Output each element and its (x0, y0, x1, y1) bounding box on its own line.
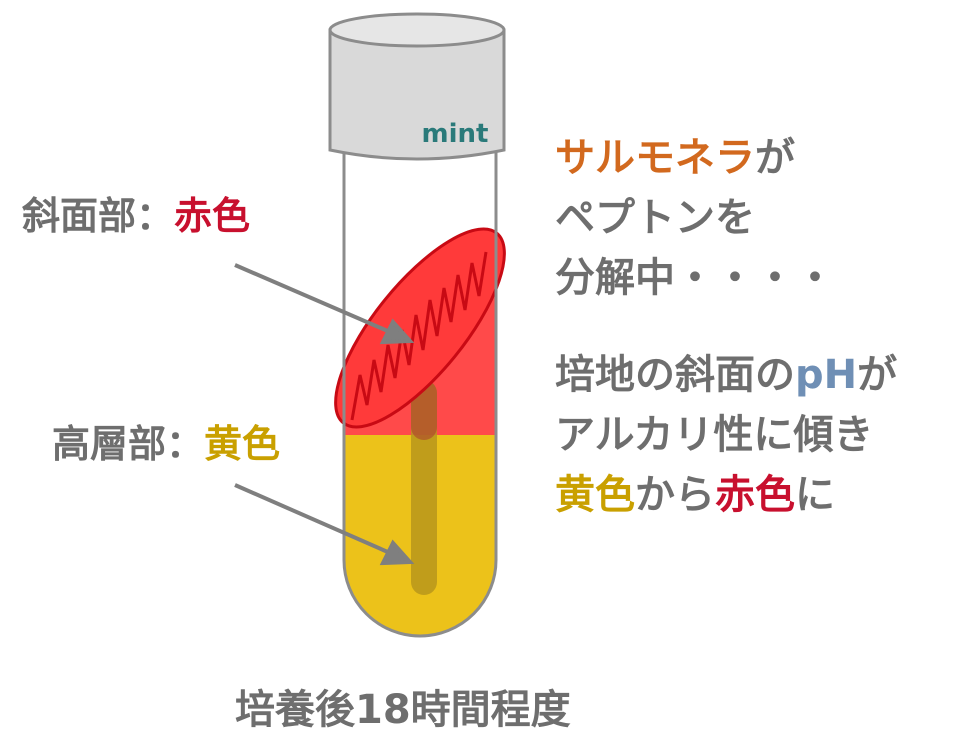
explanation-line-1: サルモネラが (555, 128, 835, 188)
explanation-top: サルモネラが ペプトンを 分解中・・・・ (555, 128, 835, 308)
explanation-line-1-rest: が (755, 135, 795, 181)
arrow-slant (234, 263, 415, 345)
explanation-line-4-b: が (857, 352, 898, 398)
slant-label-prefix: 斜面部： (22, 194, 175, 238)
butt-label-prefix: 高層部： (52, 422, 205, 466)
tube-outline (342, 150, 498, 638)
arrow-butt (234, 483, 415, 566)
explanation-line-6-mid: から (635, 472, 715, 518)
explanation-line-3: 分解中・・・・ (555, 255, 835, 301)
explanation-line-4-a: 培地の斜面の (555, 352, 795, 398)
slant-label: 斜面部：赤色 (22, 197, 250, 235)
red-text: 赤色 (715, 472, 795, 518)
tube-cap: mint (328, 12, 506, 161)
caption: 培養後18時間程度 (235, 687, 571, 733)
butt-label-value: 黄色 (204, 422, 281, 466)
explanation-bottom: 培地の斜面のpHが アルカリ性に傾き 黄色から赤色に (555, 345, 897, 525)
salmonella-text: サルモネラ (555, 135, 755, 181)
slant-label-value: 赤色 (174, 194, 251, 238)
cap-label: mint (422, 119, 489, 149)
explanation-line-5: アルカリ性に傾き (555, 412, 874, 458)
explanation-line-4: 培地の斜面のpHが (555, 345, 897, 405)
explanation-line-6-end: に (795, 472, 835, 518)
explanation-line-2: ペプトンを (555, 195, 755, 241)
butt-label: 高層部：黄色 (52, 425, 280, 463)
yellow-text: 黄色 (555, 472, 635, 518)
ph-text: pH (795, 352, 858, 398)
explanation-line-6: 黄色から赤色に (555, 465, 897, 525)
